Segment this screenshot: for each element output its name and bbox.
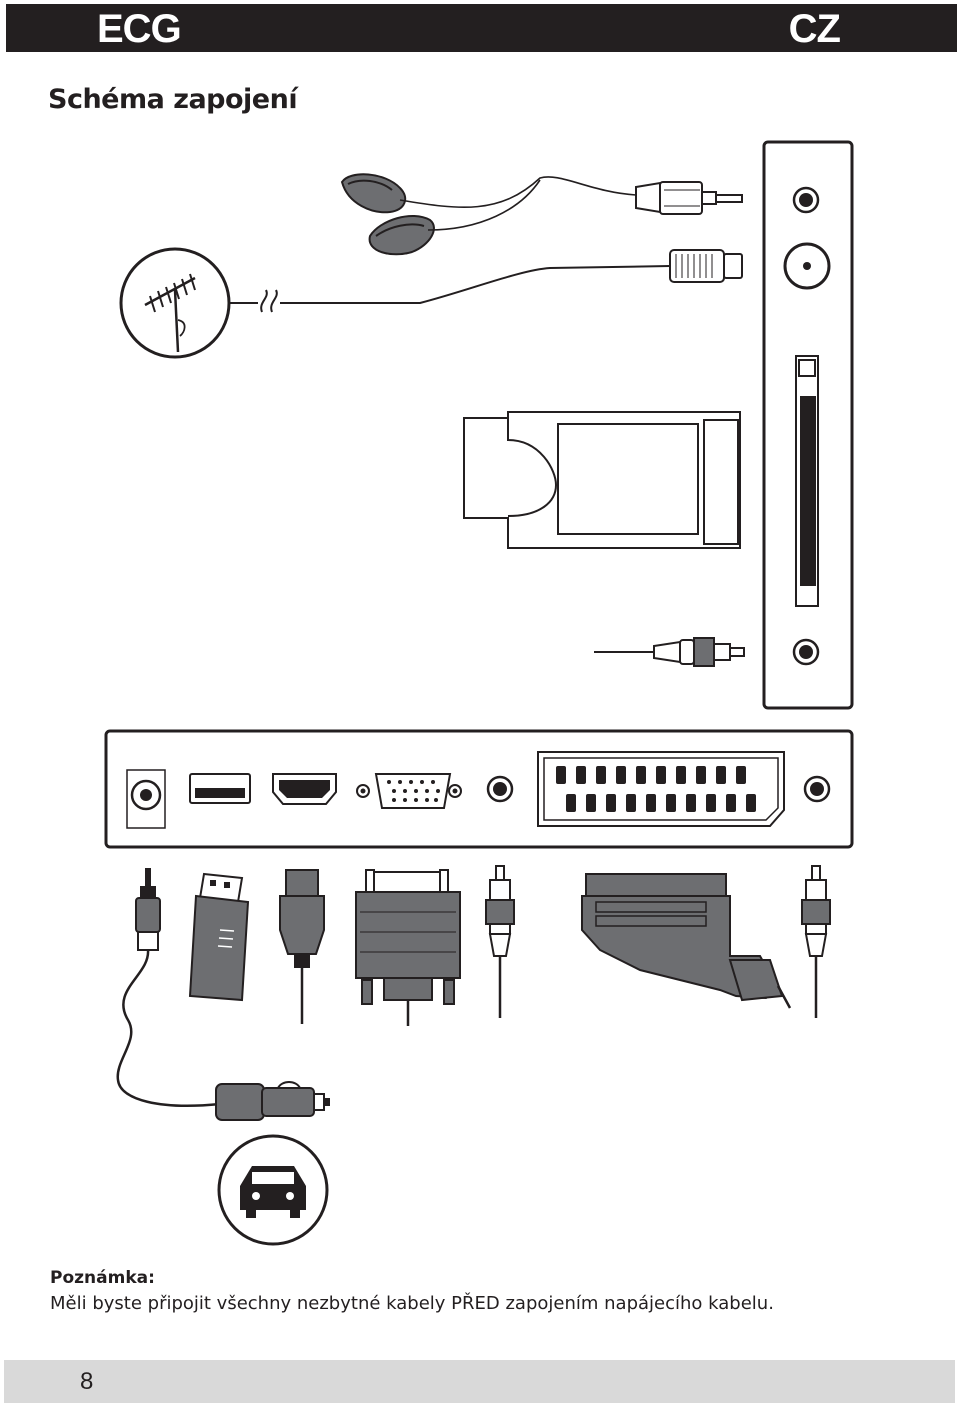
hdmi-plug <box>279 869 325 1024</box>
vga-port <box>356 773 462 809</box>
ci-module-icon <box>463 411 741 549</box>
hdmi-port <box>272 773 337 805</box>
vga-plug <box>355 869 461 1026</box>
header-bar <box>6 4 957 52</box>
dc-plug <box>116 868 221 1107</box>
video-in-jack <box>803 775 831 803</box>
audio-in-jack <box>486 775 514 803</box>
video-rca-plug <box>801 865 831 1018</box>
av-out-jack <box>792 638 820 666</box>
scart-plug <box>581 873 792 1009</box>
scart-port <box>537 751 785 827</box>
brand-logo: ECG <box>97 7 182 51</box>
car-icon <box>217 1134 329 1246</box>
language-code: CZ <box>788 7 841 51</box>
audio-rca-plug <box>485 865 515 1018</box>
usb-stick <box>188 872 250 1002</box>
car-adapter-icon <box>215 1081 330 1121</box>
dc-in-socket <box>126 769 166 829</box>
antenna-cable <box>229 249 743 313</box>
side-panel <box>762 140 854 710</box>
page-title: Schéma zapojení <box>48 84 298 115</box>
headphone-jack <box>792 186 820 214</box>
bottom-panel <box>104 729 854 849</box>
earphones-icon <box>340 173 743 256</box>
note-heading: Poznámka: <box>50 1268 155 1288</box>
antenna-socket <box>783 242 831 290</box>
ci-slot <box>795 355 819 607</box>
page-number: 8 <box>80 1368 94 1395</box>
footer-bar <box>4 1360 955 1403</box>
antenna-icon <box>119 247 231 359</box>
usb-port <box>189 773 251 804</box>
note-text: Měli byste připojit všechny nezbytné kab… <box>50 1293 774 1314</box>
av-out-plug <box>594 637 745 667</box>
